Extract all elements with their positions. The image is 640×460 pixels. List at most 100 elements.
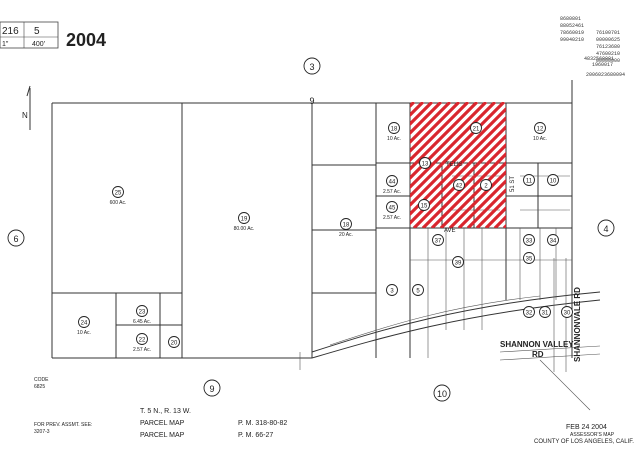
street-shannonvale: SHANNONVALE RD [573, 287, 582, 362]
adjacent-page-north: 3 [309, 62, 314, 72]
parcel-id-circle [78, 316, 90, 328]
hatch-stroke [421, 142, 506, 228]
parcel-id-circle [386, 175, 398, 187]
note-text: 2006023680094 [586, 72, 625, 78]
parcel-id-circle [453, 179, 465, 191]
adjacent-page-southeast: 10 [437, 389, 447, 399]
parcel-id-circle [386, 201, 398, 213]
note-text: 76100701 [596, 30, 620, 36]
legend-row2-ref: P. M. 66-27 [238, 432, 273, 439]
parcel-id-label: 24 [81, 321, 88, 327]
parcel-id-circle [419, 157, 431, 169]
hatch-stroke [410, 102, 461, 154]
parcel-area-label: 10 Ac. [533, 136, 547, 142]
hatch-stroke [410, 102, 479, 172]
parcel-id-circle [534, 122, 546, 134]
legend-for-prev: FOR PREV. ASSMT. SEE: [34, 422, 92, 428]
parcel-id-circle [547, 174, 559, 186]
parcel-id-circle [340, 218, 352, 230]
hatch-stroke [410, 106, 506, 208]
hatch-stroke [475, 196, 506, 228]
parcel-id-circle [452, 256, 464, 268]
parcel-id-circle [168, 336, 180, 348]
note-text: 99040210 [560, 37, 584, 43]
hatch-stroke [513, 102, 639, 228]
parcel-id-label: 44 [389, 180, 396, 186]
map-legend: T. 5 N., R. 13 W. PARCEL MAP P. M. 318-8… [34, 377, 287, 439]
section-label: 9 [309, 96, 314, 106]
parcel-id-circle [386, 284, 398, 296]
parcel-id-circle [470, 122, 482, 134]
parcel-id-label: 34 [550, 239, 557, 245]
parcel-id-circle [136, 305, 148, 317]
parcel-id-label: 15 [421, 204, 428, 210]
parcel-area-label: 2.57 Ac. [133, 347, 151, 353]
parcel-id-label: 20 [171, 341, 178, 347]
parcel-id-circle [412, 284, 424, 296]
legend-code-value: 6825 [34, 384, 45, 390]
map-header: 216 5 1" 400' 2004 [0, 21, 106, 50]
parcel-area-label: 10 Ac. [387, 136, 401, 142]
parcel-id-label: 31 [542, 311, 549, 317]
adjacent-page-south: 9 [209, 384, 214, 394]
road-lines [299, 258, 601, 411]
parcel-id-circle [523, 252, 535, 264]
note-text: 00000625 [596, 37, 620, 43]
hatch-stroke [457, 178, 506, 228]
parcel-id-label: 45 [389, 206, 396, 212]
parcel-id-circle [561, 306, 573, 318]
parcel-area-label: 2.57 Ac. [383, 215, 401, 221]
note-text: 47600210 [596, 51, 620, 57]
hatch-stroke [502, 223, 506, 228]
hatch-stroke [410, 102, 506, 199]
north-label: N [22, 111, 28, 120]
parcel-area-label: 20 Ac. [339, 232, 353, 238]
hatch-stroke [466, 187, 506, 228]
parcel-id-label: 42 [456, 184, 463, 190]
parcel-id-label: 18 [343, 223, 350, 229]
hatch-stroke [410, 102, 452, 145]
parcel-id-label: 12 [537, 127, 544, 133]
hatch-stroke [493, 214, 506, 228]
hatch-stroke [430, 151, 506, 228]
parcel-id-label: 39 [455, 261, 462, 267]
north-arrow: N [22, 85, 31, 130]
note-text: 8680801 [560, 16, 581, 22]
parcel-id-label: 35 [526, 257, 533, 263]
parcel-id-label: 22 [139, 338, 146, 344]
legend-row1-ref: P. M. 318-80-82 [238, 420, 287, 427]
note-text: 78660019 [560, 30, 584, 36]
note-text: 4832560001 [584, 56, 614, 62]
street-51st: 51 ST [510, 176, 516, 192]
parcel-boundaries [51, 80, 573, 359]
note-text: 88052461 [560, 23, 584, 29]
parcel-id-label: 18 [391, 127, 398, 133]
hatch-stroke [522, 102, 640, 228]
hatch-stroke [410, 115, 506, 217]
scale-prefix: 1" [2, 41, 9, 48]
parcel-id-circle [523, 234, 535, 246]
parcel-id-label: 13 [422, 162, 429, 168]
parcel-id-label: 3 [390, 289, 394, 295]
legend-township: T. 5 N., R. 13 W. [140, 408, 191, 415]
parcel-id-circle [523, 306, 535, 318]
parcel-id-circle [539, 306, 551, 318]
parcel-id-circle [547, 234, 559, 246]
legend-prev-ref: 3207-3 [34, 429, 50, 435]
hatch-stroke [439, 160, 506, 228]
parcel-area-label: 80.00 Ac. [234, 226, 255, 232]
parcel-id-label: 2 [484, 184, 488, 190]
adjacent-page-markers: 3 6 4 9 10 [7, 57, 615, 402]
parcel-id-circle [480, 179, 492, 191]
parcel-id-label: 11 [526, 179, 533, 185]
parcel-area-label: 600 Ac. [110, 200, 127, 206]
scale-value: 400' [32, 41, 45, 48]
stamp-county: COUNTY OF LOS ANGELES, CALIF. [534, 439, 634, 445]
parcel-id-label: 19 [241, 217, 248, 223]
parcel-id-circle [136, 333, 148, 345]
hatch-stroke [412, 133, 506, 228]
parcel-id-label: 33 [526, 239, 533, 245]
